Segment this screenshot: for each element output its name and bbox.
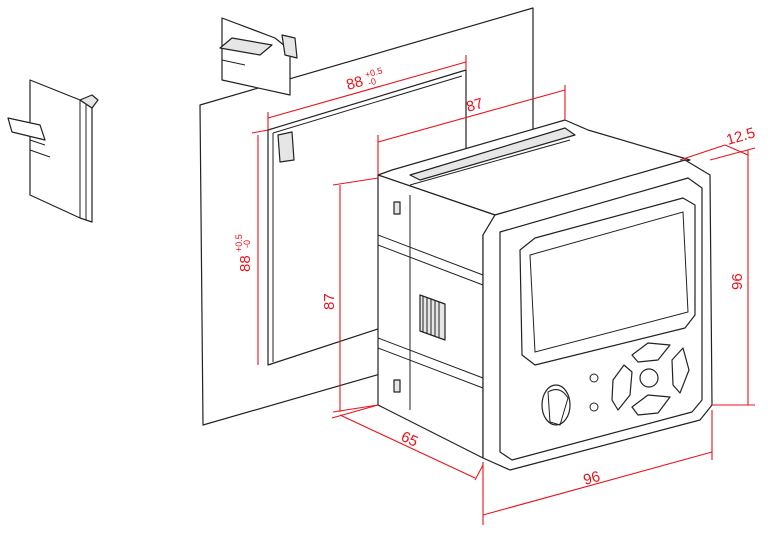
meter-front-bezel <box>482 159 713 471</box>
dimension-housing-width: 87 <box>377 85 566 175</box>
key-right <box>671 347 690 394</box>
dimension-housing-height: 87 <box>321 177 379 413</box>
dimension-front-thickness: 12.5 <box>679 124 757 161</box>
cutout-width-tol-plus: +0.5 <box>364 65 384 80</box>
cutout-height-tol-minus: -0 <box>242 240 252 248</box>
latch-slot-bottom <box>393 379 401 393</box>
housing-height-label: 87 <box>321 293 338 310</box>
cutout-height-label: 88 <box>237 255 254 272</box>
front-width-label: 96 <box>581 468 602 489</box>
mounting-clip-loose <box>7 79 99 223</box>
front-height-label: 96 <box>729 273 746 290</box>
dimension-depth: 65 <box>331 404 484 481</box>
key-up <box>631 342 671 363</box>
meter-housing <box>377 119 691 459</box>
rotary-selector-knob <box>541 384 571 426</box>
housing-width-label: 87 <box>464 95 485 116</box>
key-enter <box>639 368 659 388</box>
dimension-front-width: 96 <box>482 410 713 525</box>
front-thickness-label: 12.5 <box>724 124 757 148</box>
mounting-clip-top <box>219 17 298 163</box>
depth-label: 65 <box>398 428 420 450</box>
led-indicator-1 <box>589 373 599 383</box>
key-left <box>611 364 633 411</box>
dimension-cutout-width: 88 +0.5 -0 <box>267 55 467 130</box>
led-indicator-2 <box>589 402 599 412</box>
key-down <box>631 394 671 416</box>
latch-slot-top <box>393 201 401 215</box>
cutout-width-tol-minus: -0 <box>367 76 377 88</box>
cutout-width-label: 88 <box>344 73 365 94</box>
vent-grille <box>419 294 446 341</box>
display-window <box>519 197 696 366</box>
dimension-front-height: 96 <box>709 147 756 406</box>
dimension-cutout-height: 88 +0.5 -0 <box>234 129 269 365</box>
cutout-height-tol-plus: +0.5 <box>234 234 244 252</box>
